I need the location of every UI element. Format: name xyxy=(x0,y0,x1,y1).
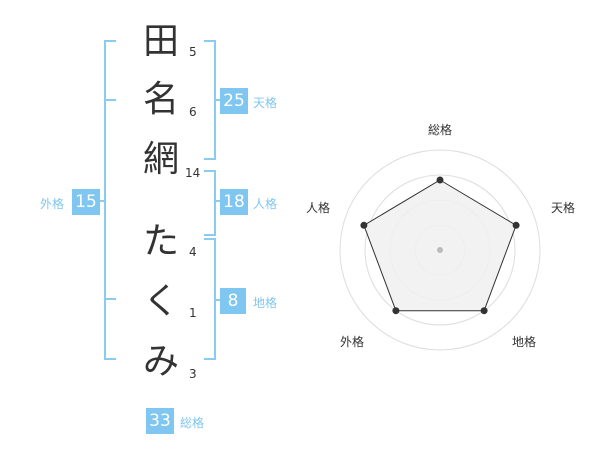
name-char-5: く xyxy=(142,281,179,322)
radar-axis-label-jinkaku: 人格 xyxy=(306,200,330,215)
tenkaku-connector xyxy=(214,99,222,101)
radar-axis-label-chikaku: 地格 xyxy=(512,334,536,349)
jinkaku-bracket xyxy=(204,170,216,236)
chikaku-value: 8 xyxy=(220,288,246,314)
soukaku-value: 33 xyxy=(146,408,174,434)
radar-series-polygon xyxy=(363,179,517,312)
gaikaku-value: 15 xyxy=(72,189,100,215)
radar-center-dot xyxy=(437,247,443,253)
jinkaku-label: 人格 xyxy=(253,197,278,211)
tenkaku-label: 天格 xyxy=(253,96,278,110)
radar-ring xyxy=(339,149,541,351)
soukaku-label: 総格 xyxy=(180,416,205,430)
tenkaku-value: 25 xyxy=(220,88,248,114)
radar-ring xyxy=(364,174,516,326)
name-char-1: 田 xyxy=(142,21,179,62)
name-char-4: た xyxy=(142,221,179,262)
radar-point xyxy=(512,221,520,229)
radar-axis-label-tenkaku: 天格 xyxy=(551,200,575,215)
stroke-count-3: 14 xyxy=(185,166,201,180)
radar-points xyxy=(360,176,520,315)
chikaku-connector xyxy=(214,299,222,301)
name-char-2: 名 xyxy=(142,79,179,120)
stroke-count-6: 3 xyxy=(189,367,197,381)
radar-axis-label-soukaku: 総格 xyxy=(428,122,452,137)
radar-point xyxy=(480,307,488,315)
stroke-count-1: 5 xyxy=(189,45,197,59)
radar-point xyxy=(360,221,368,229)
gaikaku-label: 外格 xyxy=(40,197,65,211)
chikaku-label: 地格 xyxy=(253,296,278,310)
radar-point xyxy=(436,176,444,184)
jinkaku-connector xyxy=(214,200,222,202)
stroke-count-4: 4 xyxy=(189,245,197,259)
gaikaku-connector xyxy=(98,200,106,202)
stroke-count-2: 6 xyxy=(189,105,197,119)
radar-axis-label-gaikaku: 外格 xyxy=(340,334,364,349)
stroke-count-5: 1 xyxy=(189,306,197,320)
name-char-3: 網 xyxy=(142,139,179,180)
radar-point xyxy=(392,307,400,315)
name-char-6: み xyxy=(142,341,179,382)
bracket-tick xyxy=(104,298,116,300)
jinkaku-value: 18 xyxy=(220,189,248,215)
bracket-tick xyxy=(104,99,116,101)
